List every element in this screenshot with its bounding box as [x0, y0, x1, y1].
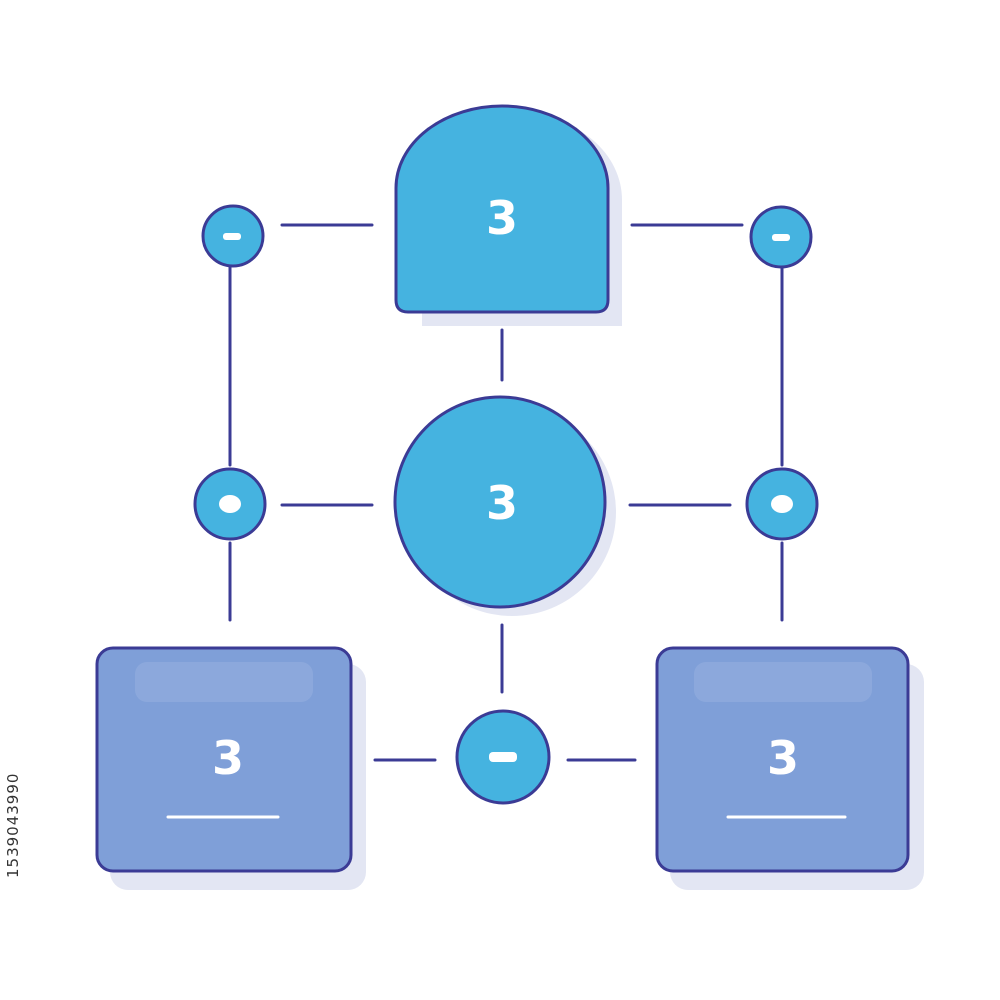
- dot-bottom-center: [455, 709, 551, 805]
- dot-top-right: [749, 205, 813, 269]
- left-box-node: 3: [95, 646, 366, 890]
- top-node-shape: [394, 104, 610, 314]
- dot-middle-right-o-icon: [771, 495, 793, 513]
- connectors: [228, 223, 784, 762]
- top-node-label: 3: [486, 191, 518, 245]
- dot-top-left: [201, 204, 265, 268]
- top-node: 3: [394, 104, 622, 326]
- left-box-label: 3: [212, 731, 244, 785]
- side-watermark-id: 1539043990: [4, 772, 22, 878]
- right-box-node: 3: [655, 646, 924, 890]
- dot-bottom-center-minus-icon: [489, 752, 517, 762]
- right-box-highlight: [694, 662, 872, 702]
- dot-middle-left-o-icon: [219, 495, 241, 513]
- dot-middle-left: [193, 467, 267, 541]
- dot-top-right-minus-icon: [772, 234, 790, 241]
- center-node: 3: [393, 395, 616, 616]
- dot-top-left-minus-icon: [223, 233, 241, 240]
- right-box-label: 3: [767, 731, 799, 785]
- right-box-shape: [655, 646, 910, 873]
- dot-middle-right: [745, 467, 819, 541]
- left-box-shape: [95, 646, 353, 873]
- left-box-highlight: [135, 662, 313, 702]
- center-node-label: 3: [486, 476, 518, 530]
- center-node-shape: [393, 395, 607, 609]
